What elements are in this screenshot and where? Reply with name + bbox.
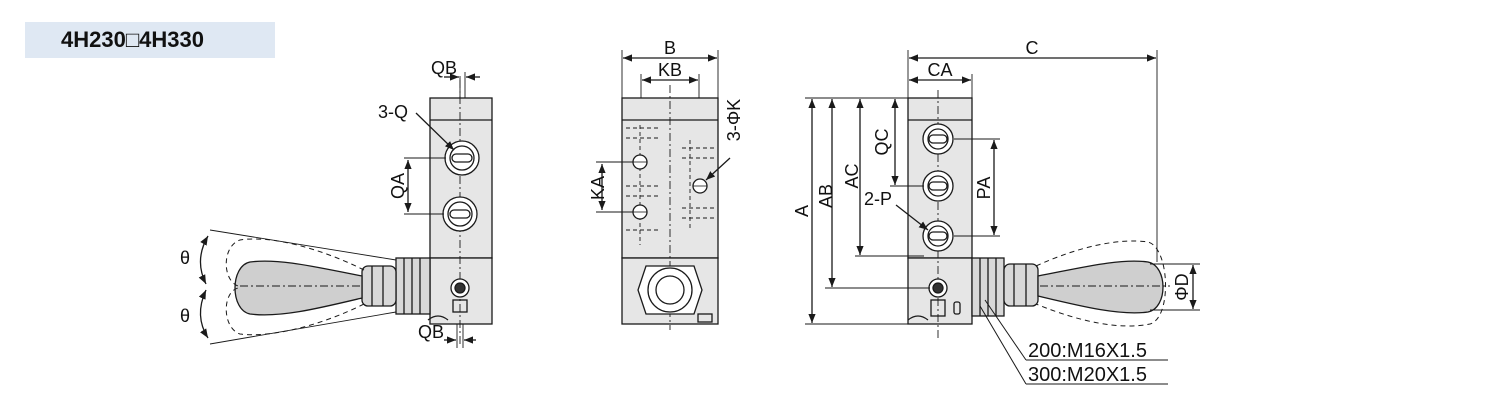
- side-bushing: [637, 265, 713, 323]
- front-collar: [361, 257, 431, 315]
- dim-2p: 2-P: [864, 189, 892, 209]
- model-title: 4H230□4H330: [25, 22, 275, 58]
- front-upper-body: [429, 97, 493, 259]
- front-detent-screw: [427, 278, 470, 321]
- dim-c: C: [1026, 38, 1039, 58]
- spec-200: 200:M16X1.5: [1028, 340, 1147, 362]
- front-port-middle: [442, 196, 478, 232]
- right-port-bottom: [922, 220, 954, 252]
- front-handle-ghost-down: [225, 287, 365, 336]
- dim-3q: 3-Q: [378, 102, 408, 122]
- theta-arc-upper: [198, 235, 209, 285]
- side-hole-upper: [632, 154, 648, 170]
- front-view: [198, 72, 493, 348]
- dim-qc: QC: [872, 128, 892, 155]
- dim-qa: QA: [388, 173, 408, 199]
- right-handle: [1037, 260, 1164, 314]
- dim-theta-upper: θ: [180, 248, 190, 268]
- right-collar: [971, 257, 1039, 317]
- dim-theta-lower: θ: [180, 306, 190, 326]
- front-handle: [234, 260, 363, 316]
- side-view: [596, 50, 731, 330]
- front-handle-ghost-up: [225, 238, 365, 287]
- right-view: [805, 50, 1200, 385]
- theta-arc-lower: [198, 289, 209, 339]
- dim-qb-bottom: QB: [418, 322, 444, 342]
- right-handle-ghost: [1035, 240, 1166, 327]
- spec-300: 300:M20X1.5: [1028, 364, 1147, 386]
- dim-kb: KB: [658, 60, 682, 80]
- dim-ab: AB: [816, 184, 836, 208]
- side-hole-lower: [632, 204, 648, 220]
- dim-ac: AC: [842, 163, 862, 188]
- dim-b: B: [664, 38, 676, 58]
- right-port-top: [922, 123, 954, 155]
- dim-ca: CA: [927, 60, 952, 80]
- dim-pa: PA: [974, 177, 994, 200]
- side-hole-right: [692, 178, 708, 194]
- right-port-middle: [922, 170, 954, 202]
- dim-a: A: [792, 205, 812, 217]
- dim-ka: KA: [588, 176, 608, 200]
- dim-3phik: 3-ΦK: [724, 99, 744, 141]
- dim-qb-top: QB: [431, 58, 457, 78]
- dim-phid: ΦD: [1172, 273, 1192, 300]
